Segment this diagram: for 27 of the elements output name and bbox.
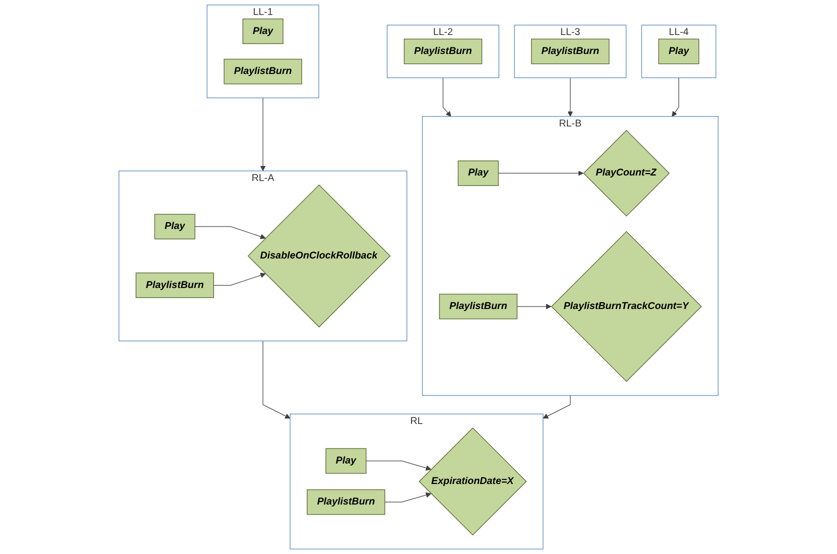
arrow	[568, 77, 573, 117]
arrow	[442, 77, 452, 117]
node-box: PlaylistBurn	[306, 489, 386, 515]
arrow	[262, 340, 290, 419]
node-box: PlaylistBurn	[136, 272, 214, 298]
node-box: Play	[242, 18, 284, 44]
node-box: PlaylistBurn	[404, 38, 482, 64]
arrow	[194, 226, 266, 240]
arrow	[498, 170, 584, 176]
node-box: PlaylistBurn	[224, 58, 302, 84]
arrow	[260, 98, 266, 172]
node-box: PlaylistBurn	[439, 294, 518, 320]
arrow	[213, 272, 266, 286]
arrow	[366, 460, 432, 471]
arrow	[384, 492, 432, 502]
node-box: Play	[658, 38, 700, 64]
arrow	[672, 77, 680, 117]
node-diamond: PlayCount=Z	[583, 130, 670, 216]
node-box: Play	[458, 160, 499, 186]
arrow	[516, 304, 552, 310]
node-diamond: ExpirationDate=X	[418, 428, 527, 536]
node-diamond: DisableOnClockRollback	[248, 184, 391, 328]
node-box: Play	[154, 214, 196, 240]
node-diamond: PlaylistBurnTrackCount=Y	[551, 231, 702, 382]
arrow	[542, 395, 571, 419]
node-box: PlaylistBurn	[531, 38, 610, 64]
node-box: Play	[326, 448, 366, 474]
